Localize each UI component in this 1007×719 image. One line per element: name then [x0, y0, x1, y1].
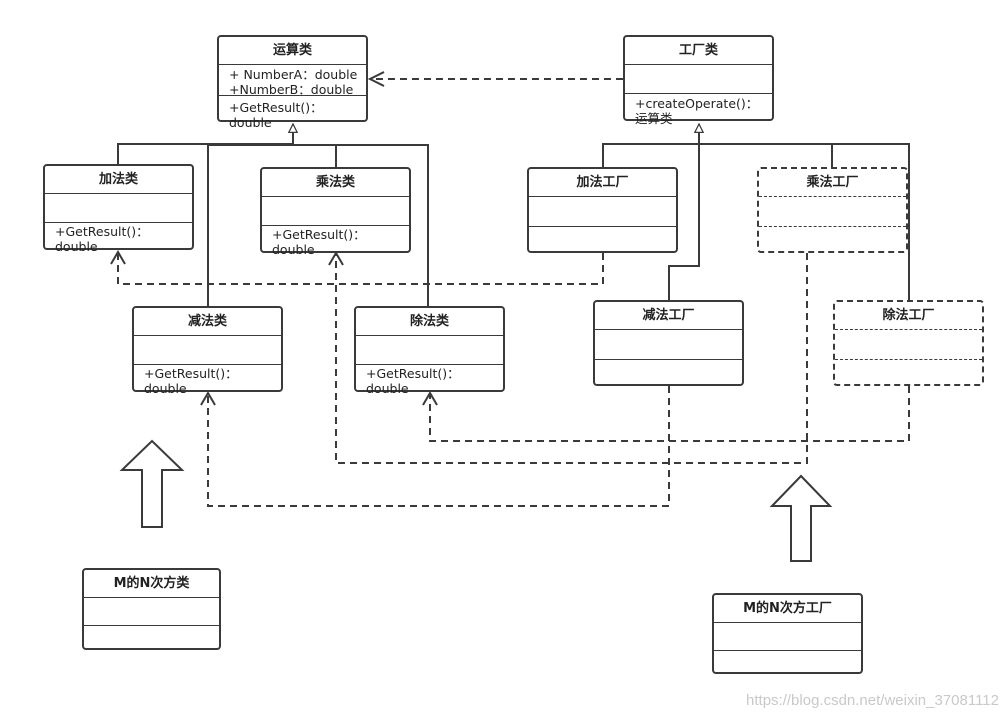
method-get-result: +GetResult()：: [55, 224, 149, 239]
class-title: 运算类: [219, 37, 366, 65]
class-methods: [84, 626, 219, 628]
class-methods: +GetResult()： double: [262, 226, 409, 258]
open-arrow-add: [110, 250, 126, 265]
class-methods: [595, 360, 742, 362]
inherit-add-line: [117, 143, 293, 166]
class-methods: +GetResult()： double: [45, 223, 192, 255]
method-create-operate: +createOperate()：: [635, 96, 759, 111]
open-arrow-div: [422, 391, 438, 406]
open-arrow-mul: [328, 251, 344, 266]
class-methods: +GetResult()： double: [134, 365, 281, 397]
class-operation[interactable]: 运算类 + NumberA：double +NumberB：double +Ge…: [217, 35, 368, 130]
class-mul-factory[interactable]: 乘法工厂: [757, 167, 908, 253]
class-attributes: [595, 330, 742, 360]
method-get-result: +GetResult()：: [144, 366, 238, 381]
class-attributes: [714, 623, 861, 651]
dependency-subfactory-sub: [207, 386, 670, 507]
watermark-text: https://blog.csdn.net/weixin_37081112: [746, 692, 999, 709]
class-factory[interactable]: 工厂类 +createOperate()： 运算类: [623, 35, 774, 126]
class-add-factory[interactable]: 加法工厂: [527, 167, 678, 253]
method-return-type: double: [366, 381, 409, 396]
class-title: 减法工厂: [595, 302, 742, 330]
class-attributes: [759, 197, 906, 227]
class-title: 加法工厂: [529, 169, 676, 197]
class-title: 减法类: [134, 308, 281, 336]
inherit-div-line: [293, 144, 429, 307]
class-title: M的N次方类: [84, 570, 219, 598]
method-return-type: double: [55, 239, 98, 254]
dependency-divfactory-div: [429, 386, 910, 442]
inherit-mulfactory-line: [699, 143, 833, 168]
class-add[interactable]: 加法类 +GetResult()： double: [43, 164, 194, 254]
inherit-subfactory-line: [668, 144, 700, 301]
class-title: 乘法类: [262, 169, 409, 197]
class-methods: [529, 227, 676, 229]
class-attributes: [134, 336, 281, 365]
class-div[interactable]: 除法类 +GetResult()： double: [354, 306, 505, 396]
class-attributes: [529, 197, 676, 227]
attribute-number-b: +NumberB：double: [229, 82, 354, 97]
inherit-divfactory-line: [832, 143, 910, 301]
class-sub[interactable]: 减法类 +GetResult()： double: [132, 306, 283, 396]
class-title: 工厂类: [625, 37, 772, 65]
class-methods: [835, 360, 982, 362]
left-big-arrow: [119, 439, 185, 528]
method-get-result: +GetResult()：: [366, 366, 460, 381]
dependency-mulfactory-mul: [335, 253, 808, 464]
class-methods: [759, 227, 906, 229]
class-attributes: [625, 65, 772, 94]
class-div-factory[interactable]: 除法工厂: [833, 300, 984, 386]
class-title: 除法类: [356, 308, 503, 336]
right-big-arrow: [769, 474, 833, 562]
class-attributes: [262, 197, 409, 226]
class-power[interactable]: M的N次方类: [82, 568, 221, 650]
class-power-factory[interactable]: M的N次方工厂: [712, 593, 863, 674]
class-methods: +createOperate()： 运算类: [625, 94, 772, 127]
class-mul[interactable]: 乘法类 +GetResult()： double: [260, 167, 411, 257]
inherit-addfactory-line: [602, 143, 699, 168]
class-methods: +GetResult()： double: [356, 365, 503, 397]
method-return-type: double: [229, 115, 272, 130]
class-attributes: + NumberA：double +NumberB：double: [219, 65, 366, 97]
class-title: 除法工厂: [835, 302, 982, 330]
class-sub-factory[interactable]: 减法工厂: [593, 300, 744, 386]
method-return-type: double: [144, 381, 187, 396]
class-methods: +GetResult()： double: [219, 96, 366, 131]
class-title: M的N次方工厂: [714, 595, 861, 623]
class-attributes: [835, 330, 982, 360]
class-attributes: [45, 194, 192, 223]
class-attributes: [84, 598, 219, 626]
dependency-addfactory-add: [117, 253, 604, 285]
class-attributes: [356, 336, 503, 365]
inherit-sub-line: [207, 144, 293, 307]
class-title: 乘法工厂: [759, 169, 906, 197]
attribute-number-a: + NumberA：double: [229, 67, 358, 82]
method-get-result: +GetResult()：: [229, 100, 323, 115]
open-arrow-sub: [200, 391, 216, 406]
class-methods: [714, 651, 861, 653]
method-get-result: +GetResult()：: [272, 227, 366, 242]
method-return-type: double: [272, 242, 315, 257]
class-title: 加法类: [45, 166, 192, 194]
open-arrow-operation: [367, 71, 385, 87]
method-return-type: 运算类: [635, 111, 673, 126]
